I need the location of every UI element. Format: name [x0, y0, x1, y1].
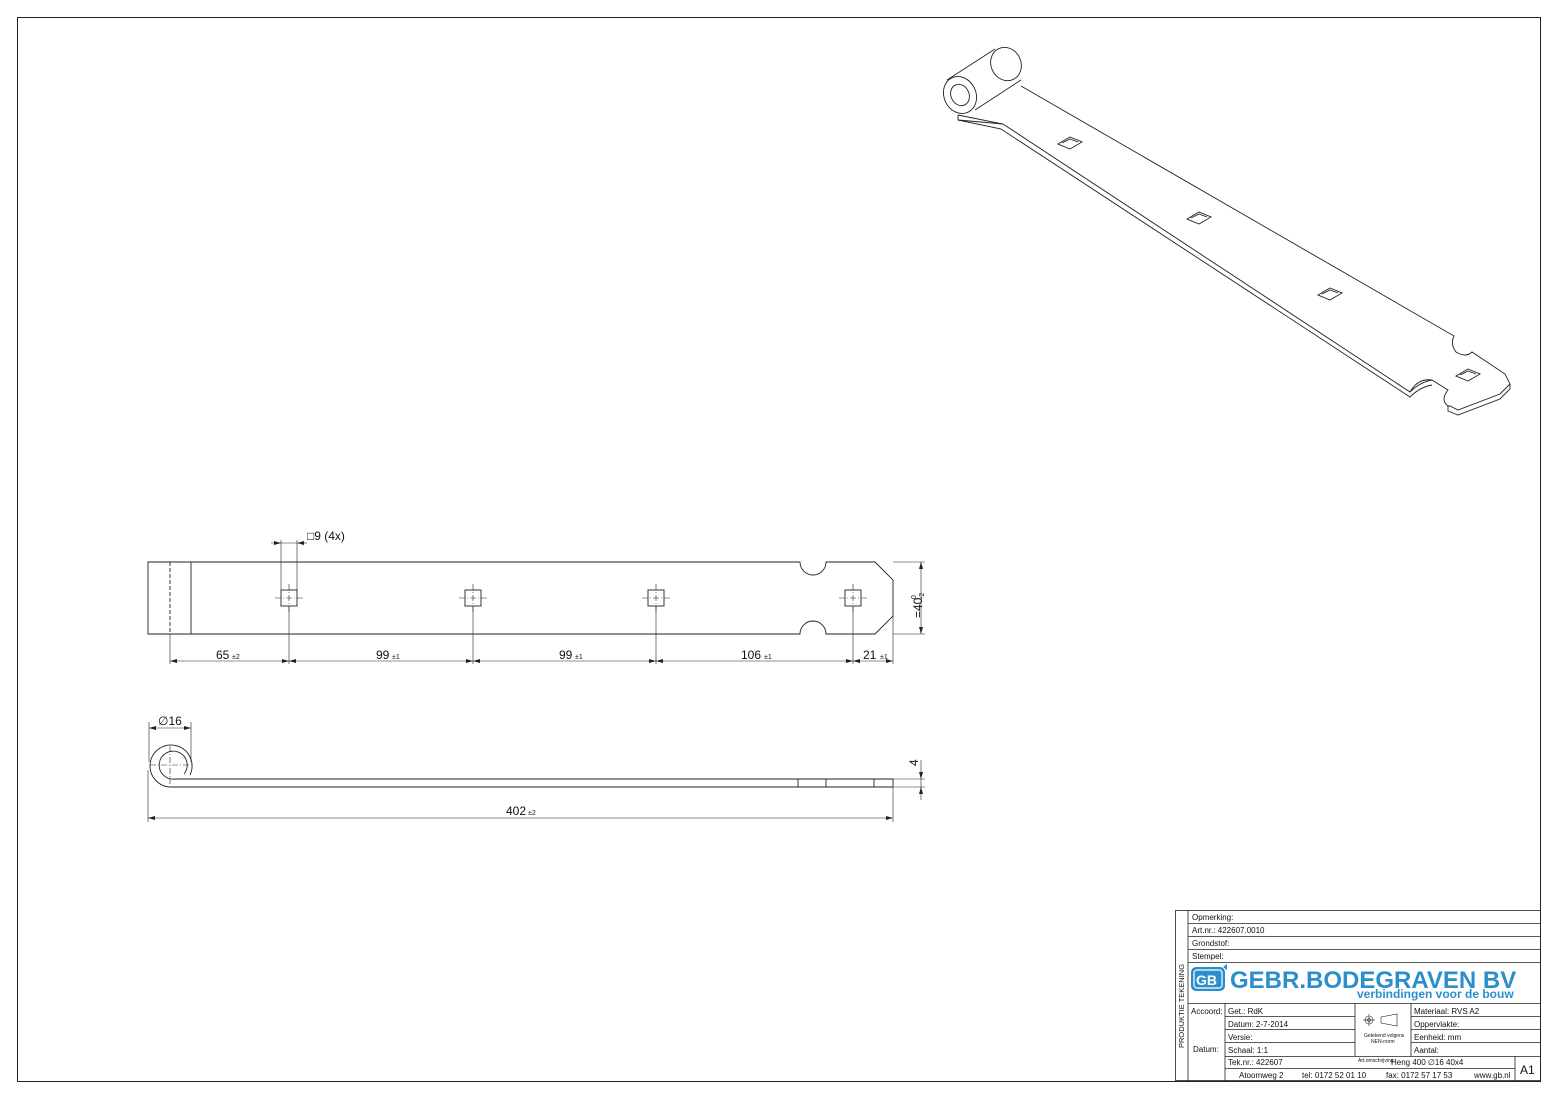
thickness-label: 4 — [907, 759, 921, 766]
svg-text:106: 106 — [741, 648, 761, 662]
diameter-label: ∅16 — [158, 714, 182, 728]
art-nr-field: Art.nr.: 422607.0010 — [1192, 926, 1265, 935]
square-hole-label: □9 (4x) — [307, 529, 345, 543]
company-logo: GB — [1191, 964, 1227, 991]
datum-label: Datum: — [1193, 1045, 1219, 1054]
fax: fax: 0172 57 17 53 — [1386, 1071, 1453, 1080]
website: www.gb.nl — [1473, 1071, 1511, 1080]
svg-text:-2: -2 — [919, 593, 926, 599]
svg-text:99: 99 — [559, 648, 573, 662]
dim-21: 21 ±1 — [863, 648, 888, 662]
getekend-text-1: Getekend volgens — [1364, 1033, 1405, 1039]
svg-text:±1: ±1 — [764, 654, 772, 661]
svg-text:402: 402 — [506, 804, 526, 818]
dim-width-40: =40 0 -2 — [911, 593, 926, 618]
eenheid-field: Eenheid: mm — [1414, 1033, 1461, 1042]
oppervlakte-field: Oppervlakte: — [1414, 1020, 1459, 1029]
schaal-field: Schaal: 1:1 — [1228, 1046, 1269, 1055]
sheet-size: A1 — [1520, 1063, 1535, 1077]
materiaal-field: Materiaal: RVS A2 — [1414, 1007, 1480, 1016]
stempel-field: Stempel: — [1192, 952, 1224, 961]
svg-text:±1: ±1 — [392, 654, 400, 661]
datum-field: Datum: 2-7-2014 — [1228, 1020, 1289, 1029]
company-tagline: verbindingen voor de bouw — [1357, 987, 1514, 1001]
svg-text:±1: ±1 — [575, 654, 583, 661]
company-name: GEBR.BODEGRAVEN BV — [1230, 967, 1516, 994]
sheet-frame — [17, 17, 1541, 1082]
produktie-tekening-label: PRODUKTIE TEKENING — [1177, 964, 1186, 1048]
projection-symbol-icon — [1363, 1013, 1398, 1027]
dim-99-b: 99 ±1 — [559, 648, 583, 662]
tek-nr-field: Tek.nr.: 422607 — [1228, 1058, 1283, 1067]
opmerking-field: Opmerking: — [1192, 913, 1233, 922]
dim-65: 65 ±2 — [216, 648, 240, 662]
accoord-label: Accoord: — [1191, 1007, 1223, 1016]
svg-text:=40: =40 — [911, 597, 925, 618]
svg-text:21: 21 — [863, 648, 877, 662]
address: Atoomweg 2 — [1239, 1071, 1284, 1080]
svg-text:99: 99 — [376, 648, 390, 662]
svg-text:±1: ±1 — [880, 654, 888, 661]
svg-text:65: 65 — [216, 648, 230, 662]
title-block: PRODUKTIE TEKENING Opmerking: Art.nr.: 4… — [1175, 910, 1541, 1081]
versie-field: Versie: — [1228, 1033, 1252, 1042]
art-omschrijving-field: Heng 400 ∅16 40x4 — [1391, 1058, 1464, 1067]
svg-text:GB: GB — [1196, 972, 1217, 988]
top-view — [147, 540, 925, 664]
art-omschrijving-label: Art.omschrijving: — [1358, 1058, 1395, 1064]
svg-text:±2: ±2 — [528, 810, 536, 817]
get-field: Get.: RdK — [1228, 1007, 1264, 1016]
dim-106: 106 ±1 — [741, 648, 772, 662]
isometric-view — [942, 46, 1511, 416]
telephone: tel: 0172 52 01 10 — [1302, 1071, 1367, 1080]
dim-402: 402 ±2 — [506, 804, 536, 818]
grondstof-field: Grondstof: — [1192, 939, 1229, 948]
dim-99-a: 99 ±1 — [376, 648, 400, 662]
aantal-field: Aantal: — [1414, 1046, 1439, 1055]
svg-text:0: 0 — [911, 595, 918, 599]
getekend-text-2: NEN-norm — [1371, 1039, 1395, 1045]
svg-text:±2: ±2 — [232, 654, 240, 661]
side-view — [147, 722, 925, 822]
